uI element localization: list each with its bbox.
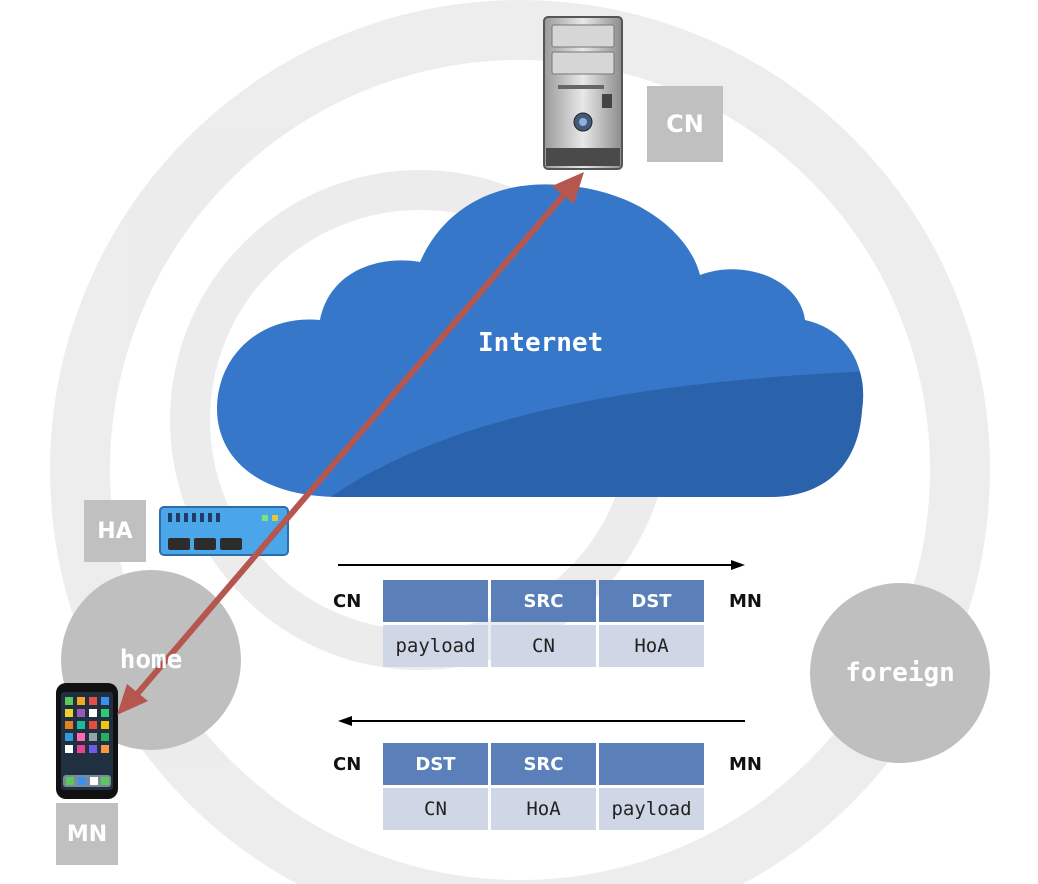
ha-tag: HA xyxy=(84,500,146,562)
foreign-label: foreign xyxy=(845,658,955,688)
smartphone-icon xyxy=(56,683,118,799)
forward-to-label: MN xyxy=(729,591,762,612)
mn-tag: MN xyxy=(56,803,118,865)
packet-header-cell: SRC xyxy=(491,580,596,622)
reverse-from-label: CN xyxy=(333,754,362,775)
packet-body-cell: CN xyxy=(383,788,488,830)
packet-header-cell: DST xyxy=(383,743,488,785)
internet-cloud-icon xyxy=(217,184,864,497)
home-label: home xyxy=(119,645,183,675)
packet-body-cell: CN xyxy=(491,625,596,667)
reverse-packet: DST SRC CN HoA payload xyxy=(383,743,704,830)
forward-from-label: CN xyxy=(333,591,362,612)
packet-header-cell: SRC xyxy=(491,743,596,785)
cn-mn-route-arrow xyxy=(117,172,584,715)
cn-tag: CN xyxy=(647,86,723,162)
packet-body-cell: HoA xyxy=(491,788,596,830)
reverse-flow-arrow xyxy=(338,716,745,726)
server-icon xyxy=(543,16,623,170)
foreign-network-circle xyxy=(810,583,990,763)
forward-packet: SRC DST payload CN HoA xyxy=(383,580,704,667)
packet-header-cell: DST xyxy=(599,580,704,622)
packet-header-cell xyxy=(383,580,488,622)
packet-header-cell xyxy=(599,743,704,785)
forward-flow-arrow xyxy=(338,560,745,570)
packet-body-cell: payload xyxy=(383,625,488,667)
packet-body-cell: HoA xyxy=(599,625,704,667)
internet-label: Internet xyxy=(478,328,604,358)
reverse-to-label: MN xyxy=(729,754,762,775)
router-icon xyxy=(159,506,289,556)
packet-body-cell: payload xyxy=(599,788,704,830)
